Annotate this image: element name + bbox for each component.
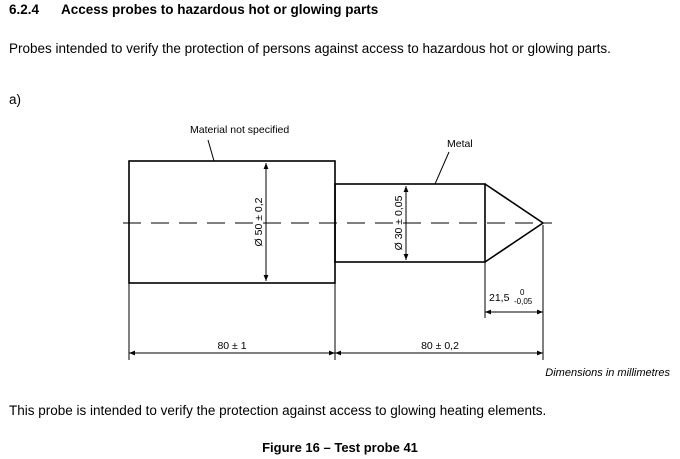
handle-body [128,160,336,284]
leader-metal [434,151,450,185]
section-number: 6.2.4 [9,2,40,17]
section-heading: 6.2.4 Access probes to hazardous hot or g… [9,2,378,17]
item-label: a) [9,92,22,107]
intro-paragraph: Probes intended to verify the protection… [9,41,611,56]
dim-dia-small-label: Ø 30 ± 0,05 [393,195,405,250]
dim-tip-label: 21,5 [489,292,510,304]
leader-material [207,139,215,162]
material-label: Material not specified [190,124,289,136]
dim-dia-large-label: Ø 50 ± 0,2 [253,197,265,246]
section-title: Access probes to hazardous hot or glowin… [61,2,379,17]
probe-note: This probe is intended to verify the pro… [9,403,547,418]
dim-tip-upper-tol: 0 [520,288,525,297]
metal-label: Metal [447,138,473,150]
dim-len-right-label: 80 ± 0,2 [421,340,459,352]
units-note: Dimensions in millimetres [545,367,670,379]
dim-tip-lower-tol: -0,05 [514,297,533,306]
dim-len-left-label: 80 ± 1 [217,340,246,352]
figure-caption: Figure 16 – Test probe 41 [262,440,418,455]
